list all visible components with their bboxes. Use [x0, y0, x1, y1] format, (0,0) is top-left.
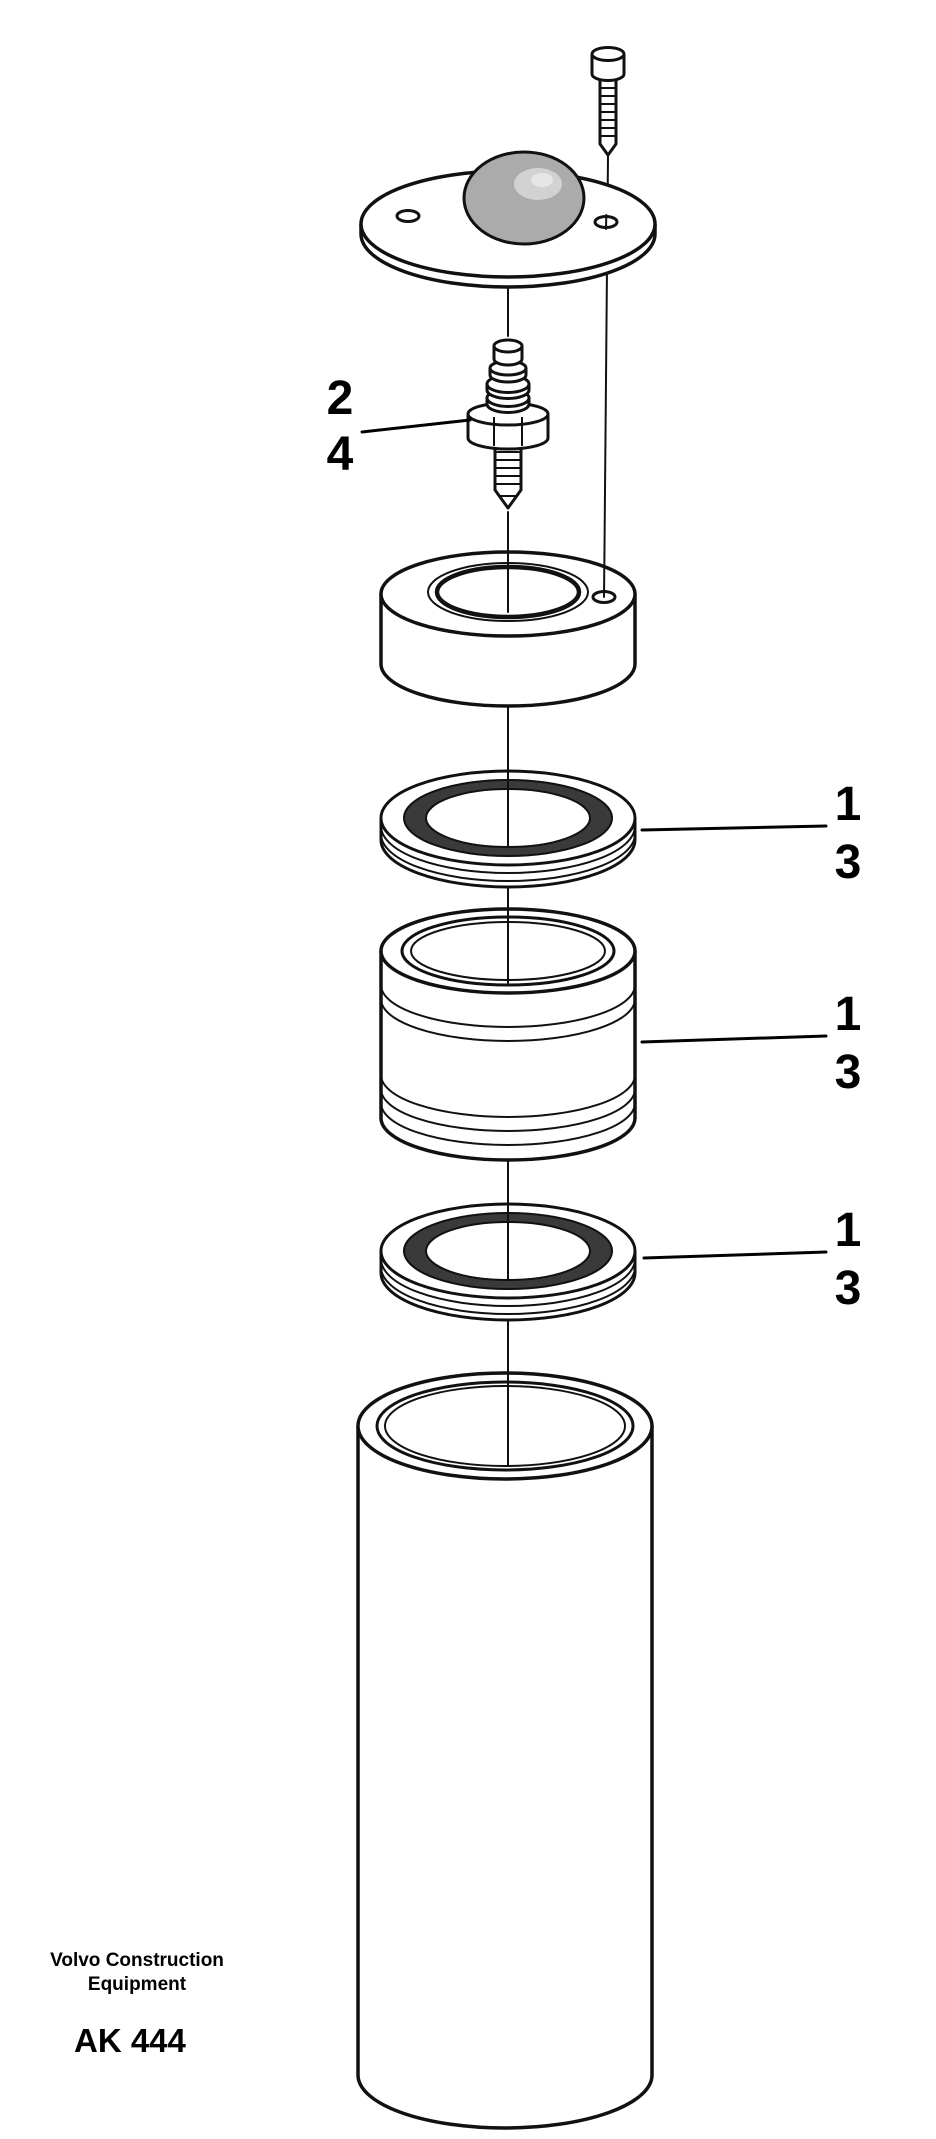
figure-code: AK 444 — [74, 2022, 187, 2059]
grease-nipple-drawing — [466, 338, 550, 510]
dome-cover-plate-drawing — [359, 150, 657, 289]
dome-highlight-small — [531, 173, 553, 187]
callout-label: 4 — [327, 428, 354, 481]
callout-piston-sleeve: 1 3 — [640, 988, 862, 1099]
callout-seal-lower: 1 3 — [642, 1204, 862, 1315]
callout-seal-upper: 1 3 — [640, 778, 862, 889]
plate-hole-left — [395, 209, 421, 223]
nipple-cap-top — [492, 338, 524, 354]
callout-label: 1 — [835, 1204, 862, 1257]
callout-leader-line — [640, 824, 828, 832]
cylinder-tube-drawing — [356, 1371, 654, 2130]
callout-grease-nipple: 2 4 — [327, 372, 472, 481]
callout-label: 3 — [835, 1262, 862, 1315]
cylinder-inner-rim — [375, 1380, 635, 1472]
sleeve-side — [379, 951, 637, 1162]
callout-label: 1 — [835, 988, 862, 1041]
callout-leader-line — [360, 418, 472, 434]
bolt-shank — [598, 77, 618, 157]
bolt-drawing — [590, 46, 626, 157]
sleeve-grooves — [380, 984, 636, 1146]
callout-label: 3 — [835, 1046, 862, 1099]
cylinder-side — [356, 1426, 654, 2130]
spacer-collar-drawing — [379, 550, 637, 708]
dome-cap — [462, 150, 586, 246]
callout-leader-line — [640, 1034, 828, 1044]
bolt-threads — [600, 87, 616, 137]
nipple-hex-facets — [493, 417, 523, 446]
bolt-head-top — [590, 46, 626, 62]
brand-line-2: Equipment — [88, 1974, 187, 1995]
cylinder-inner-edge — [384, 1385, 626, 1467]
brand-line-1: Volvo Construction — [50, 1950, 224, 1971]
callout-label: 3 — [835, 836, 862, 889]
callout-label: 1 — [835, 778, 862, 831]
footer: Volvo Construction Equipment AK 444 — [50, 1950, 224, 2059]
callout-label: 2 — [327, 372, 354, 425]
callout-leader-line — [642, 1250, 828, 1260]
nipple-stud-threads — [495, 451, 521, 497]
